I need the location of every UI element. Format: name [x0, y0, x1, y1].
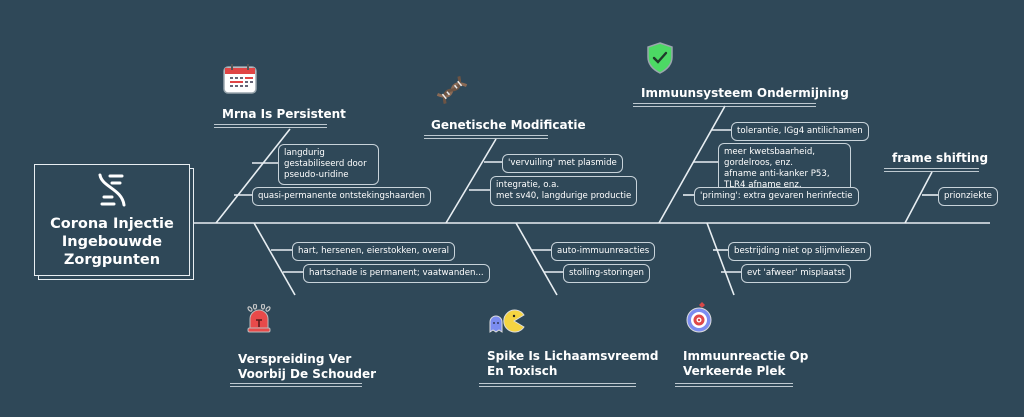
leaf-spread-2[interactable]: hartschade is permanent; vaatwanden... — [303, 264, 490, 283]
root-title: Corona Injectie Ingebouwde Zorgpunten — [50, 216, 174, 268]
leaf-immune-3[interactable]: 'priming': extra gevaren herinfectie — [694, 187, 859, 206]
shield-check-icon — [647, 42, 673, 74]
leaf-misplaced-1[interactable]: bestrijding niet op slijmvliezen — [728, 242, 872, 261]
root-node[interactable]: Corona Injectie Ingebouwde Zorgpunten — [34, 164, 190, 276]
leaf-genetic-1[interactable]: 'vervuiling' met plasmide — [502, 154, 623, 173]
bone-genetic — [445, 138, 497, 224]
title-underline — [424, 135, 548, 139]
leaf-immune-1[interactable]: tolerantie, IGg4 antilichamen — [731, 122, 869, 141]
bone-spread — [253, 222, 296, 296]
branch-title-genetic[interactable]: Genetische Modificatie — [431, 118, 586, 132]
title-underline — [633, 103, 816, 107]
bone-frame — [904, 171, 933, 224]
dna-icon — [436, 76, 468, 104]
branch-title-mrna[interactable]: Mrna Is Persistent — [222, 107, 346, 121]
branch-title-spike[interactable]: Spike Is Lichaamsvreemd En Toxisch — [487, 349, 659, 378]
title-underline — [230, 383, 362, 387]
bone-misplaced — [706, 222, 735, 296]
leaf-immune-2[interactable]: meer kwetsbaarheid, gordelroos, enz. afn… — [718, 143, 851, 195]
target-icon — [686, 302, 712, 333]
leaf-misplaced-2[interactable]: evt 'afweer' misplaatst — [741, 264, 852, 283]
leaf-frame-1[interactable]: prionziekte — [938, 187, 998, 206]
title-underline — [884, 168, 979, 172]
title-underline — [675, 383, 793, 387]
branch-title-spread[interactable]: Verspreiding Ver Voorbij De Schouder — [238, 352, 377, 381]
leaf-spread-1[interactable]: hart, hersenen, eierstokken, overal — [292, 242, 456, 261]
bone-mrna — [215, 128, 291, 224]
leaf-genetic-2[interactable]: integratie, o.a. met sv40, langdurige pr… — [490, 176, 638, 206]
bone-spike — [515, 222, 558, 296]
pacman-ghost-icon — [489, 309, 525, 333]
branch-title-frame[interactable]: frame shifting — [892, 151, 989, 165]
calendar-icon — [223, 64, 257, 94]
title-underline — [479, 383, 636, 387]
title-underline — [214, 124, 327, 128]
alarm-siren-icon — [247, 304, 271, 333]
leaf-mrna-2[interactable]: quasi-permanente ontstekingshaarden — [252, 187, 431, 206]
bone-immune — [658, 105, 726, 224]
dna-helix-icon — [98, 173, 126, 207]
leaf-spike-1[interactable]: auto-immuunreacties — [551, 242, 656, 261]
leaf-mrna-1[interactable]: langdurig gestabiliseerd door pseudo-uri… — [278, 144, 379, 185]
leaf-spike-2[interactable]: stolling-storingen — [563, 264, 650, 283]
branch-title-immune[interactable]: Immuunsysteem Ondermijning — [641, 86, 849, 100]
branch-title-misplaced[interactable]: Immuunreactie Op Verkeerde Plek — [683, 349, 809, 378]
